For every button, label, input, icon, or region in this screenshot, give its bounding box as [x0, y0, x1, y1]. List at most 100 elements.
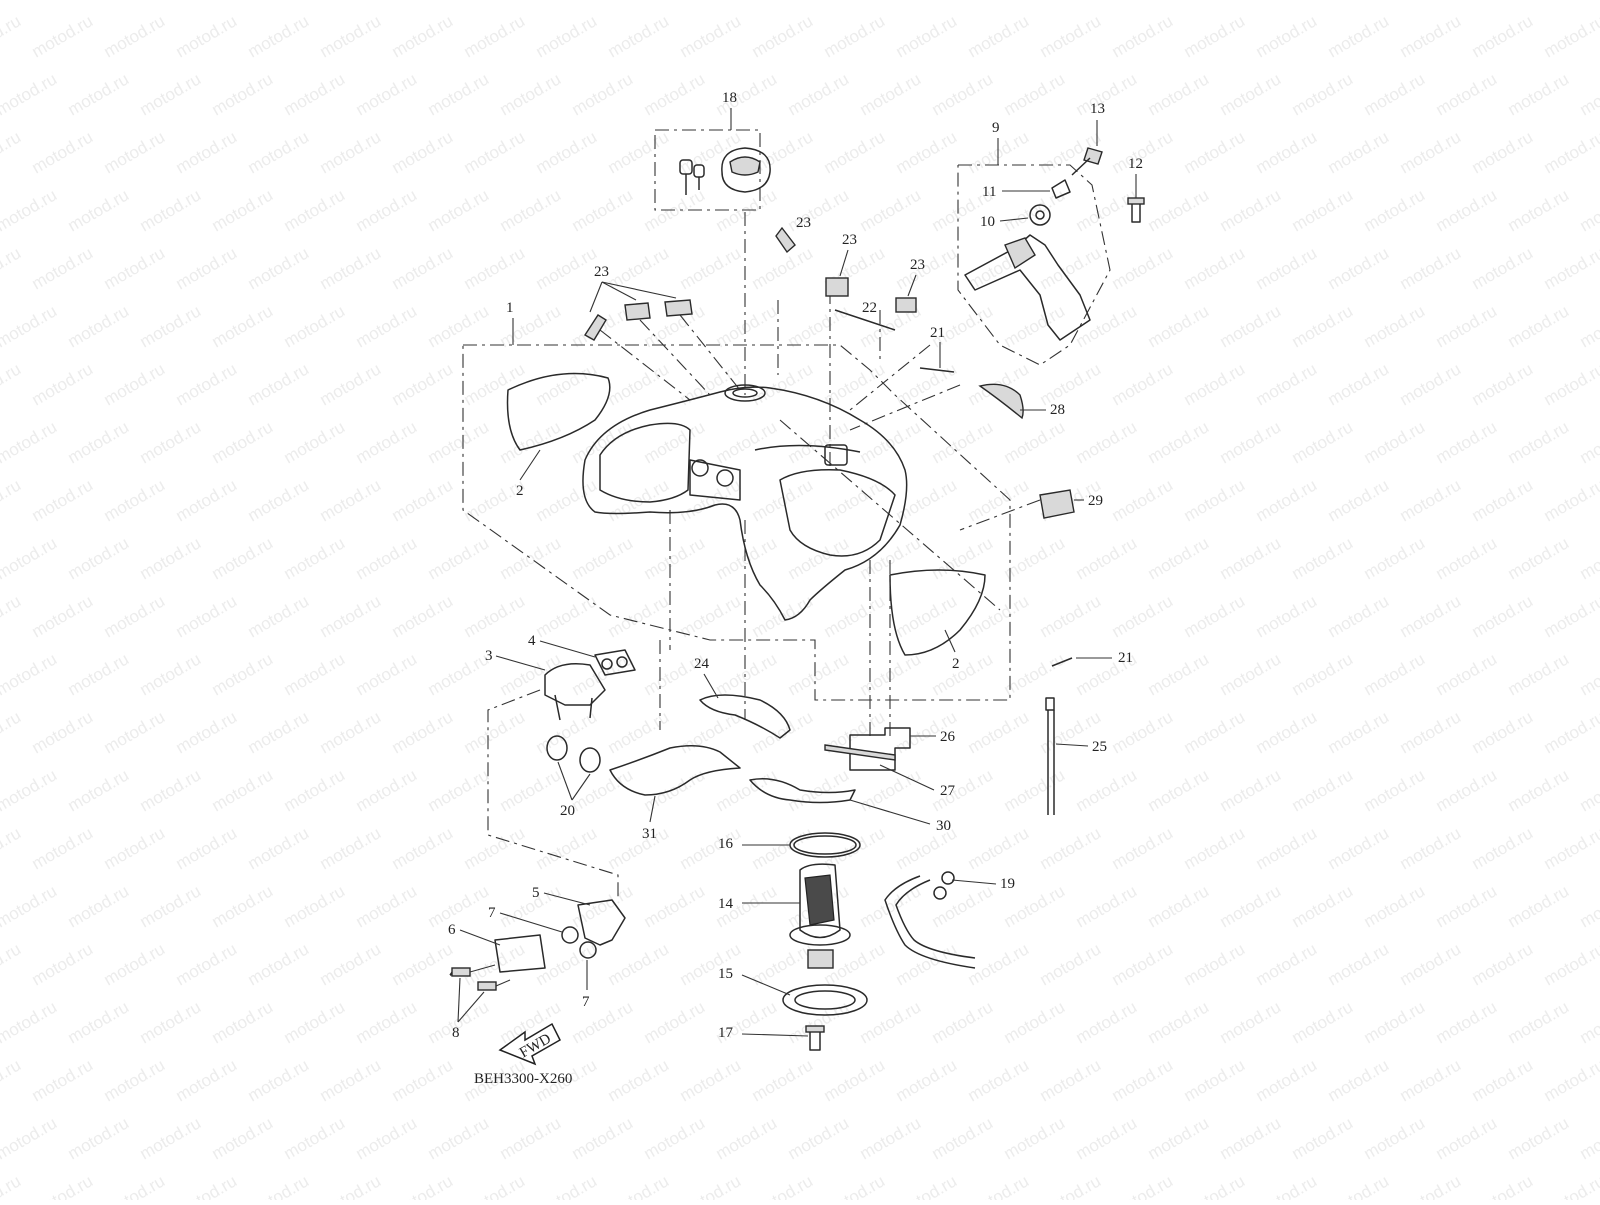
- watermark-text: motod.ru: [0, 0, 60, 3]
- watermark-text: motod.ru: [0, 823, 24, 873]
- watermark-text: motod.ru: [749, 11, 817, 61]
- watermark-text: motod.ru: [245, 475, 313, 525]
- watermark-text: motod.ru: [0, 765, 60, 815]
- watermark-text: motod.ru: [29, 243, 97, 293]
- watermark-text: motod.ru: [245, 591, 313, 641]
- watermark-text: motod.ru: [281, 417, 349, 467]
- watermark-text: motod.ru: [893, 591, 961, 641]
- watermark-text: motod.ru: [1181, 475, 1249, 525]
- watermark-text: motod.ru: [1469, 475, 1537, 525]
- watermark-text: motod.ru: [1433, 301, 1501, 351]
- watermark-text: motod.ru: [677, 243, 745, 293]
- watermark-text: motod.ru: [1325, 243, 1393, 293]
- watermark-text: motod.ru: [1577, 301, 1600, 351]
- watermark-text: motod.ru: [389, 939, 457, 989]
- watermark-text: motod.ru: [533, 591, 601, 641]
- watermark-text: motod.ru: [785, 1113, 853, 1163]
- watermark-text: motod.ru: [1577, 185, 1600, 235]
- watermark-text: motod.ru: [425, 881, 493, 931]
- watermark-text: motod.ru: [137, 301, 205, 351]
- watermark-text: motod.ru: [1001, 301, 1069, 351]
- watermark-text: motod.ru: [1325, 1171, 1393, 1200]
- watermark-text: motod.ru: [497, 765, 565, 815]
- watermark-text: motod.ru: [0, 185, 60, 235]
- watermark-text: motod.ru: [1505, 881, 1573, 931]
- watermark-text: motod.ru: [533, 1171, 601, 1200]
- watermark-text: motod.ru: [29, 939, 97, 989]
- watermark-text: motod.ru: [209, 649, 277, 699]
- watermark-text: motod.ru: [0, 475, 24, 525]
- callout-23-b: 23: [796, 215, 811, 231]
- watermark-text: motod.ru: [605, 359, 673, 409]
- watermark-text: motod.ru: [605, 243, 673, 293]
- watermark-text: motod.ru: [1253, 11, 1321, 61]
- watermark-text: motod.ru: [605, 11, 673, 61]
- watermark-text: motod.ru: [1577, 649, 1600, 699]
- callout-29: 29: [1088, 493, 1103, 509]
- watermark-text: motod.ru: [1361, 649, 1429, 699]
- watermark-text: motod.ru: [1289, 881, 1357, 931]
- watermark-text: motod.ru: [317, 1171, 385, 1200]
- watermark-text: motod.ru: [1577, 0, 1600, 3]
- watermark-text: motod.ru: [1289, 1113, 1357, 1163]
- watermark-text: motod.ru: [1469, 939, 1537, 989]
- watermark-text: motod.ru: [1505, 997, 1573, 1047]
- watermark-text: motod.ru: [389, 707, 457, 757]
- watermark-text: motod.ru: [101, 359, 169, 409]
- watermark-text: motod.ru: [281, 649, 349, 699]
- watermark-text: motod.ru: [533, 475, 601, 525]
- watermark-text: motod.ru: [1181, 127, 1249, 177]
- watermark-text: motod.ru: [317, 591, 385, 641]
- watermark-text: motod.ru: [1361, 765, 1429, 815]
- callout-30: 30: [936, 818, 951, 834]
- watermark-text: motod.ru: [1361, 997, 1429, 1047]
- watermark-text: motod.ru: [929, 765, 997, 815]
- callout-24: 24: [694, 656, 710, 672]
- watermark-text: motod.ru: [425, 185, 493, 235]
- watermark-text: motod.ru: [461, 1171, 529, 1200]
- watermark-text: motod.ru: [641, 533, 709, 583]
- watermark-text: motod.ru: [785, 185, 853, 235]
- callout-21-bottom: 21: [1118, 650, 1133, 666]
- watermark-text: motod.ru: [785, 0, 853, 3]
- watermark-text: motod.ru: [0, 243, 24, 293]
- watermark-text: motod.ru: [101, 11, 169, 61]
- watermark-text: motod.ru: [173, 475, 241, 525]
- watermark-text: motod.ru: [65, 0, 133, 3]
- watermark-text: motod.ru: [1541, 1171, 1600, 1200]
- watermark-text: motod.ru: [1469, 707, 1537, 757]
- watermark-text: motod.ru: [1469, 1171, 1537, 1200]
- watermark-text: motod.ru: [317, 127, 385, 177]
- watermark-text: motod.ru: [101, 939, 169, 989]
- watermark-text: motod.ru: [281, 765, 349, 815]
- watermark-text: motod.ru: [209, 997, 277, 1047]
- watermark-text: motod.ru: [677, 1171, 745, 1200]
- watermark-text: motod.ru: [461, 243, 529, 293]
- callout-21-top: 21: [930, 325, 945, 341]
- watermark-text: motod.ru: [1289, 0, 1357, 3]
- watermark-text: motod.ru: [245, 1171, 313, 1200]
- callout-14: 14: [718, 896, 734, 912]
- watermark-text: motod.ru: [641, 69, 709, 119]
- watermark-text: motod.ru: [965, 823, 1033, 873]
- watermark-text: motod.ru: [857, 185, 925, 235]
- watermark-text: motod.ru: [1397, 127, 1465, 177]
- watermark-text: motod.ru: [1181, 591, 1249, 641]
- watermark-text: motod.ru: [1361, 1113, 1429, 1163]
- watermark-text: motod.ru: [101, 1171, 169, 1200]
- watermark-text: motod.ru: [1109, 359, 1177, 409]
- watermark-text: motod.ru: [1145, 69, 1213, 119]
- watermark-text: motod.ru: [1361, 69, 1429, 119]
- watermark-text: motod.ru: [965, 1055, 1033, 1105]
- watermark-text: motod.ru: [1325, 591, 1393, 641]
- watermark-text: motod.ru: [1181, 1055, 1249, 1105]
- watermark-text: motod.ru: [1145, 997, 1213, 1047]
- watermark-text: motod.ru: [1073, 0, 1141, 3]
- watermark-text: motod.ru: [641, 1113, 709, 1163]
- callout-12: 12: [1128, 156, 1143, 172]
- callout-23-a: 23: [594, 264, 609, 280]
- watermark-text: motod.ru: [29, 591, 97, 641]
- watermark-text: motod.ru: [749, 359, 817, 409]
- watermark-text: motod.ru: [677, 359, 745, 409]
- watermark-text: motod.ru: [605, 1171, 673, 1200]
